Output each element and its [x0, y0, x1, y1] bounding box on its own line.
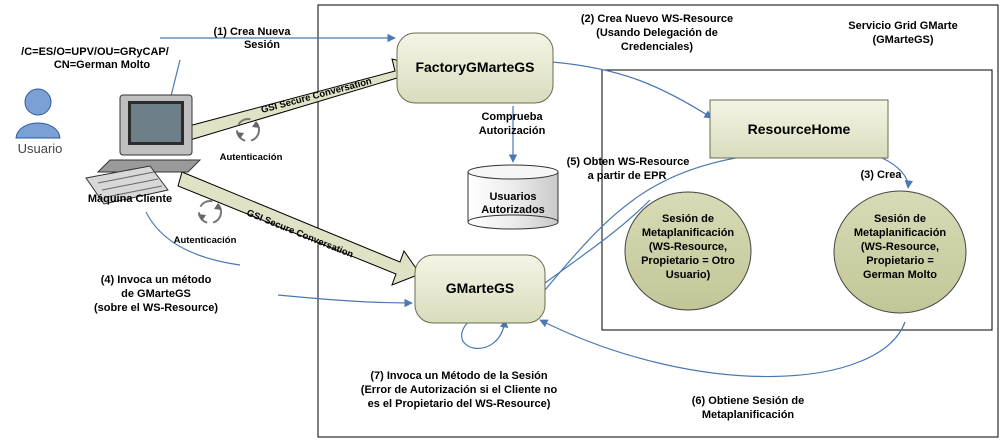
- resourcehome-node: [709, 99, 889, 159]
- step5-line2: a partir de EPR: [588, 170, 667, 182]
- sesion-gm-ellipse: [833, 190, 967, 314]
- gsi-label-2: GSI Secure Conversation: [245, 208, 355, 261]
- step2-line1: (2) Crea Nuevo WS-Resource: [581, 13, 733, 25]
- resource-home-boundary: [601, 69, 993, 331]
- sesion-otro-line4: Propietario = Otro: [641, 255, 735, 267]
- arrow-step4: [277, 294, 413, 308]
- step3-label: (3) Crea: [861, 169, 903, 181]
- sesion-gm-line4: Propietario =: [866, 255, 934, 267]
- arrow-step5-return: [544, 199, 651, 284]
- sesion-otro-line5: Usuario): [666, 269, 711, 281]
- servicio-line1: Servicio Grid GMarte: [848, 20, 957, 32]
- dn-line1: /C=ES/O=UPV/OU=GRyCAP/: [21, 46, 169, 58]
- database-icon: [467, 164, 559, 230]
- step1-line1: (1) Crea Nueva: [213, 26, 291, 38]
- step7-line1: (7) Invoca un Método de la Sesión: [370, 370, 548, 382]
- dn-line2: CN=German Molto: [54, 59, 151, 71]
- sesion-otro-line1: Sesión de: [662, 213, 714, 225]
- arrow-step6: [539, 319, 906, 378]
- step7-line3: es el Propietario del WS-Resource): [368, 398, 551, 410]
- sesion-gm-line5: German Molto: [863, 269, 937, 281]
- autenticacion-label-1: Autenticación: [220, 152, 283, 163]
- sesion-otro-line3: (WS-Resource,: [649, 241, 727, 253]
- grid-service-boundary: [317, 4, 999, 438]
- gmartegs-node: [414, 254, 546, 324]
- factory-label: FactoryGMarteGS: [415, 59, 534, 75]
- autenticacion-label-2: Autenticación: [174, 235, 237, 246]
- usuarios-line1: Usuarios: [489, 191, 536, 203]
- step4-line2: de GMarteGS: [121, 288, 191, 300]
- sesion-gm-line1: Sesión de: [874, 213, 926, 225]
- refresh-cycle-icon: [236, 118, 260, 142]
- arrow-step7-loop: [461, 319, 509, 349]
- sesion-otro-line2: Metaplanificación: [642, 227, 735, 239]
- usuarios-line2: Autorizados: [481, 204, 545, 216]
- factory-node: [396, 32, 554, 104]
- comprueba-line2: Autorización: [479, 125, 546, 137]
- user-icon: [15, 88, 61, 139]
- gsi-arrow-gmarte: GSI Secure Conversation: [177, 171, 421, 286]
- maquina-cliente-label: Máquina Cliente: [88, 193, 172, 205]
- arrow-client-auth: [145, 211, 241, 266]
- refresh-cycle-icon-2: [198, 200, 222, 224]
- gsi-label-1: GSI Secure Conversation: [260, 76, 373, 116]
- step6-line2: Metaplanificación: [702, 409, 795, 421]
- resourcehome-label: ResourceHome: [748, 121, 851, 137]
- computer-icon: [85, 94, 202, 205]
- arrow-dn: [169, 59, 181, 101]
- servicio-line2: (GMarteGS): [872, 34, 933, 46]
- gmartegs-label: GMarteGS: [446, 280, 514, 296]
- usuario-label: Usuario: [18, 141, 63, 156]
- step4-line3: (sobre el WS-Resource): [94, 302, 218, 314]
- sesion-gm-line2: Metaplanificación: [854, 227, 947, 239]
- gsi-arrow-factory: GSI Secure Conversation: [184, 58, 421, 141]
- step4-line1: (4) Invoca un método: [101, 274, 212, 286]
- step5-line1: (5) Obten WS-Resource: [567, 156, 690, 168]
- step1-line2: Sesión: [244, 39, 280, 51]
- step2-line2: (Usando Delegación de: [596, 27, 718, 39]
- sesion-gm-line3: (WS-Resource,: [861, 241, 939, 253]
- step6-line1: (6) Obtiene Sesión de: [692, 395, 804, 407]
- arrow-step2: [551, 61, 713, 119]
- sesion-otro-ellipse: [624, 191, 752, 311]
- step7-line2: (Error de Autorización si el Cliente no: [361, 384, 558, 396]
- step2-line3: Credenciales): [621, 41, 693, 53]
- comprueba-line1: Comprueba: [481, 111, 543, 123]
